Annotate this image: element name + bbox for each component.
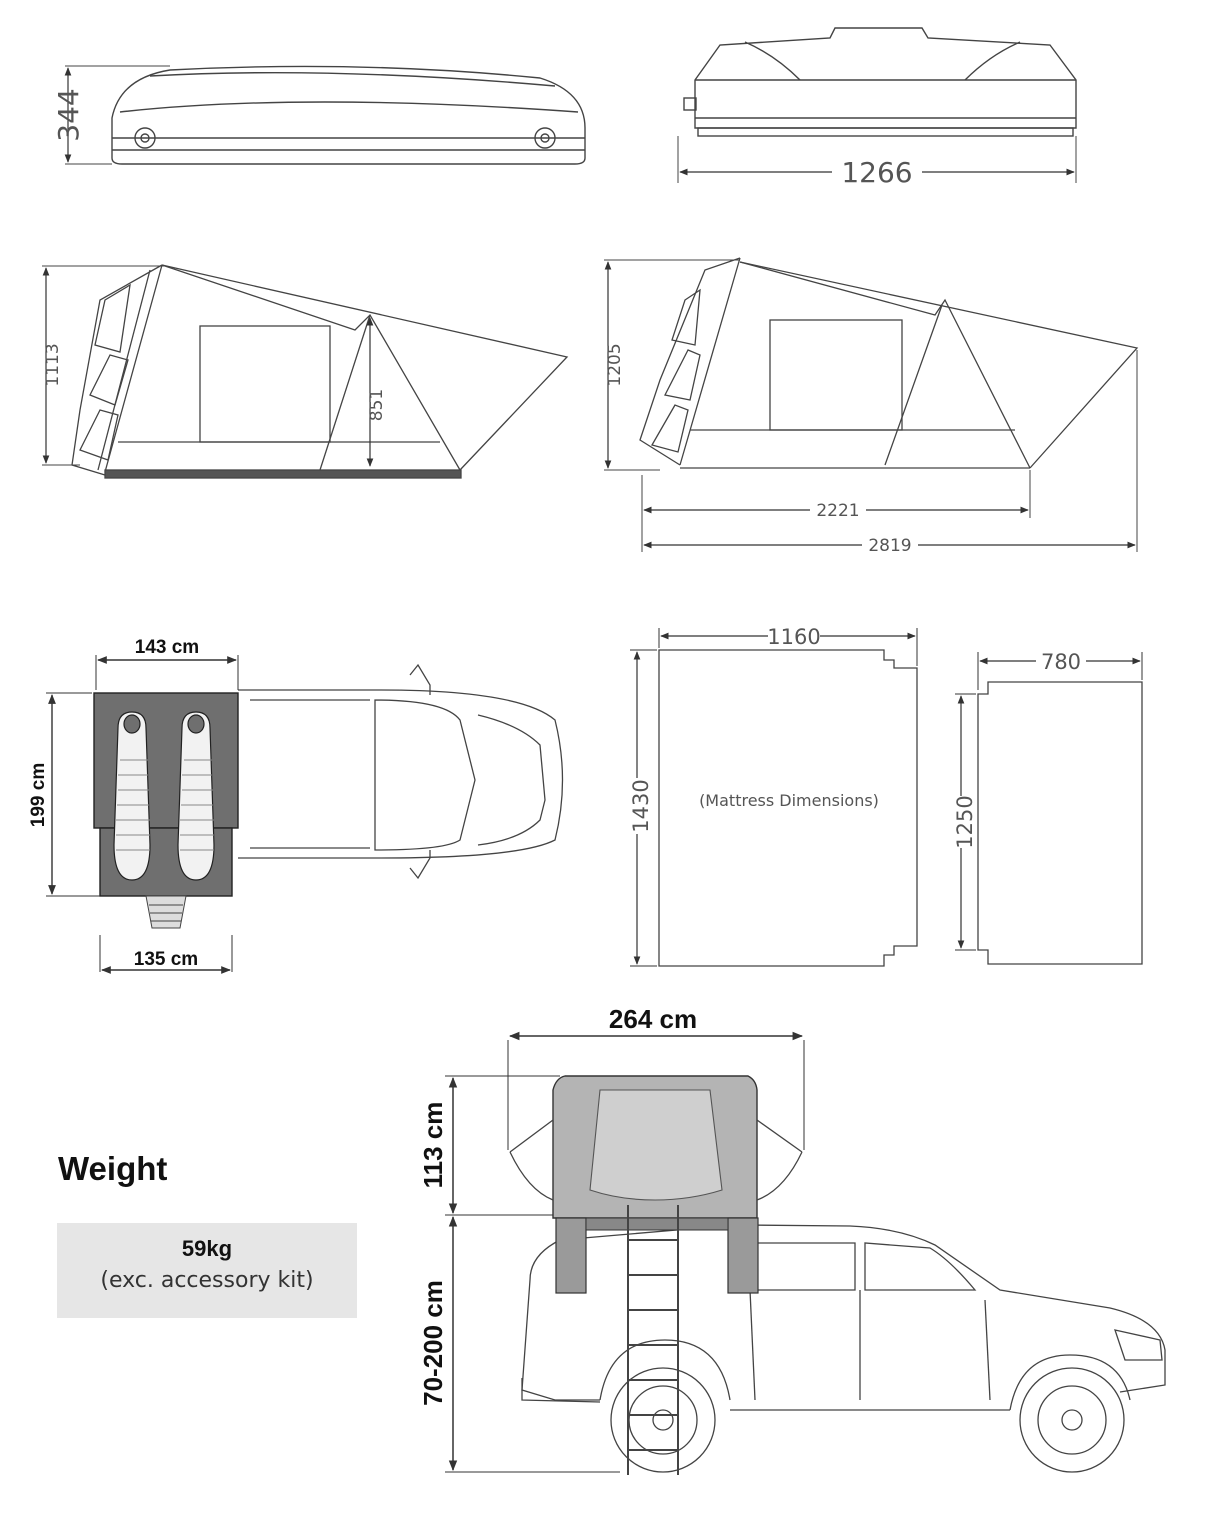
dim-base-length: 2221 bbox=[816, 501, 859, 521]
mattress-caption: (Mattress Dimensions) bbox=[699, 791, 879, 810]
top-view-ladder bbox=[145, 895, 187, 929]
dim-closed-width: 1266 bbox=[841, 156, 912, 189]
dim-side-inner-height-a: 851 bbox=[367, 389, 387, 421]
weight-panel: 59kg (exc. accessory kit) bbox=[57, 1223, 357, 1318]
mattress-a-outline bbox=[658, 649, 918, 967]
dim-top-width-top: 143 cm bbox=[135, 637, 199, 658]
dim-mattress-b-width: 780 bbox=[1041, 650, 1081, 674]
rear-tent-box-left bbox=[555, 1217, 587, 1294]
closed-side-view bbox=[65, 65, 586, 165]
mattress-b-outline bbox=[977, 681, 1143, 965]
dim-rear-ground-height: 70-200 cm bbox=[418, 1280, 448, 1406]
closed-rear-view bbox=[677, 27, 1077, 183]
rear-tent-door bbox=[589, 1089, 723, 1201]
dim-total-length: 2819 bbox=[868, 536, 911, 556]
weight-title: Weight bbox=[58, 1150, 168, 1187]
open-side-view-a bbox=[42, 264, 569, 479]
rear-tent-box-right bbox=[727, 1217, 759, 1294]
weight-value: 59kg bbox=[181, 1236, 233, 1261]
dim-top-width-bottom: 135 cm bbox=[134, 949, 198, 970]
dim-mattress-b-length: 1250 bbox=[953, 795, 977, 848]
rear-awning-arms bbox=[509, 1119, 803, 1201]
dim-side-height-b: 1205 bbox=[605, 343, 625, 386]
open-side-view-b bbox=[604, 257, 1139, 552]
dim-rear-width: 264 cm bbox=[609, 1004, 697, 1034]
dim-closed-height: 344 bbox=[52, 88, 85, 141]
weight-note: (exc. accessory kit) bbox=[100, 1268, 314, 1293]
dim-mattress-a-width: 1160 bbox=[767, 625, 820, 649]
rear-view-vehicle bbox=[521, 1224, 1166, 1473]
top-view-truck bbox=[238, 663, 564, 880]
dim-rear-tent-height: 113 cm bbox=[418, 1102, 448, 1189]
dim-mattress-a-length: 1430 bbox=[629, 779, 653, 832]
rear-ladder bbox=[627, 1205, 679, 1475]
sleeping-bag-right bbox=[177, 711, 215, 881]
dim-side-height-a: 1113 bbox=[43, 343, 63, 386]
sleeping-bag-left bbox=[113, 711, 151, 881]
dim-top-length: 199 cm bbox=[28, 763, 49, 827]
